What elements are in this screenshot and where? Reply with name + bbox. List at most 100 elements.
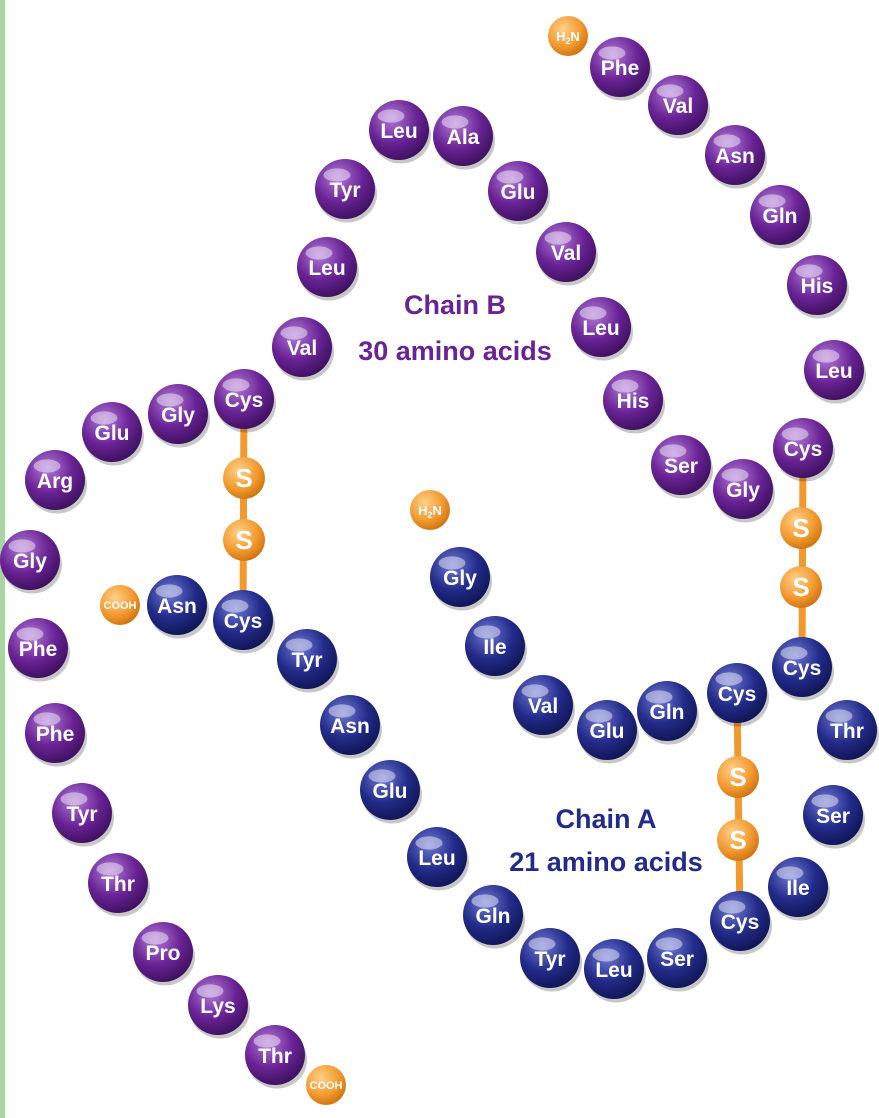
terminus-label: COOH <box>310 1080 343 1092</box>
chain-b-residue-16: Tyr <box>315 159 377 223</box>
sulfur-atom: S <box>780 507 822 549</box>
sulfur-atom: S <box>717 819 759 861</box>
ball-body <box>513 675 573 735</box>
ball-body <box>25 450 85 510</box>
ball-body <box>488 161 548 221</box>
ball-body <box>430 547 490 607</box>
chain-b-n-terminus: H2N <box>548 16 588 56</box>
ball-body <box>584 939 644 999</box>
ball-label: Phe <box>19 638 58 661</box>
chain-a-residue-9: Ser <box>803 785 865 849</box>
ball-body <box>465 616 525 676</box>
ball-body <box>710 891 770 951</box>
chain-a-residue-6: Cys <box>707 663 769 727</box>
ball-body <box>817 700 877 760</box>
ball-label: Thr <box>830 720 864 743</box>
ball-highlight <box>16 627 44 641</box>
ball-highlight <box>196 984 224 998</box>
ball-highlight <box>473 625 501 639</box>
ball-label: Glu <box>373 780 408 803</box>
ball-highlight <box>377 109 405 123</box>
chain-b-residue-6: Leu <box>804 340 866 404</box>
terminus-label: COOH <box>104 600 137 612</box>
ball-label: Gln <box>476 905 511 928</box>
sulfur-label: S <box>792 513 809 543</box>
ball-body <box>25 703 85 763</box>
chain-b-residue-15: Leu <box>369 100 431 164</box>
chain-b-residue-10: His <box>603 370 665 434</box>
chain-b-residue-9: Ser <box>651 435 713 499</box>
ball-highlight <box>780 646 808 660</box>
ball-body <box>637 681 697 741</box>
ball-label: His <box>617 390 650 413</box>
ball-body <box>188 975 248 1035</box>
ball-body <box>272 317 332 377</box>
bond-line <box>239 398 248 621</box>
ball-label: Leu <box>308 257 345 280</box>
ball-body <box>315 159 375 219</box>
chain-b-residue-13: Glu <box>488 161 550 225</box>
sulfur-body <box>780 507 822 549</box>
sulfur-atom: S <box>223 519 265 561</box>
sulfur-label: S <box>235 525 252 555</box>
ball-label: Tyr <box>291 649 322 672</box>
ball-highlight <box>33 459 61 473</box>
sulfur-atom: S <box>223 457 265 499</box>
chain-a-residue-5: Gln <box>637 681 699 745</box>
ball-label: Gly <box>726 479 760 502</box>
ball-body <box>245 1025 305 1085</box>
ball-body <box>647 928 707 988</box>
ball-highlight <box>781 427 809 441</box>
ball-highlight <box>721 468 749 482</box>
chain-a-residue-13: Leu <box>584 939 646 1003</box>
ball-label: Tyr <box>534 948 565 971</box>
ball-label: Asn <box>330 715 370 738</box>
ball-highlight <box>280 326 308 340</box>
terminus-body <box>548 16 588 56</box>
ball-highlight <box>585 709 613 723</box>
ball-body <box>88 853 148 913</box>
chain-b-residue-29: Lys <box>188 975 250 1039</box>
ball-body <box>297 237 357 297</box>
ball-label: Ser <box>660 948 694 971</box>
ball-body <box>433 106 493 166</box>
ball-highlight <box>776 866 804 880</box>
terminus-body <box>100 585 140 625</box>
ball-body <box>360 760 420 820</box>
ball-body <box>213 590 273 650</box>
chain-a-residue-14: Tyr <box>520 928 582 992</box>
ball-label: Leu <box>380 120 417 143</box>
sulfur-label: S <box>729 762 746 792</box>
chain-a-count: 21 amino acids <box>509 847 703 877</box>
ball-label: Val <box>287 337 317 360</box>
terminus-body <box>410 490 450 530</box>
ball-label: Val <box>663 95 693 118</box>
ball-highlight <box>285 638 313 652</box>
chain-a-residue-16: Leu <box>407 827 469 891</box>
ball-highlight <box>415 836 443 850</box>
terminus-label: H2N <box>556 29 580 46</box>
ball-highlight <box>323 168 351 182</box>
chain-b-title: Chain B <box>404 290 506 320</box>
chain-b: H2NPheValAsnGlnHisLeuCysGlySerHisLeuValG… <box>0 16 866 1105</box>
ball-label: Tyr <box>66 803 97 826</box>
ball-highlight <box>33 712 61 726</box>
chain-b-count: 30 amino acids <box>358 336 552 366</box>
ball-label: Phe <box>601 57 640 80</box>
ball-label: Ser <box>816 805 850 828</box>
ball-label: Ala <box>447 126 480 149</box>
chain-a-residue-12: Ser <box>647 928 709 992</box>
ball-label: Gln <box>763 205 798 228</box>
ball-highlight <box>655 937 683 951</box>
ball-body <box>603 370 663 430</box>
ball-highlight <box>713 134 741 148</box>
ball-label: Cys <box>225 389 264 412</box>
ball-label: Leu <box>418 847 455 870</box>
ball-body <box>277 629 337 689</box>
chain-b-residue-17: Leu <box>297 237 359 301</box>
ball-body <box>0 530 60 590</box>
ball-label: Leu <box>815 360 852 383</box>
ball-highlight <box>758 194 786 208</box>
sulfur-atom: S <box>780 566 822 608</box>
terminus-label: H2N <box>418 503 442 520</box>
